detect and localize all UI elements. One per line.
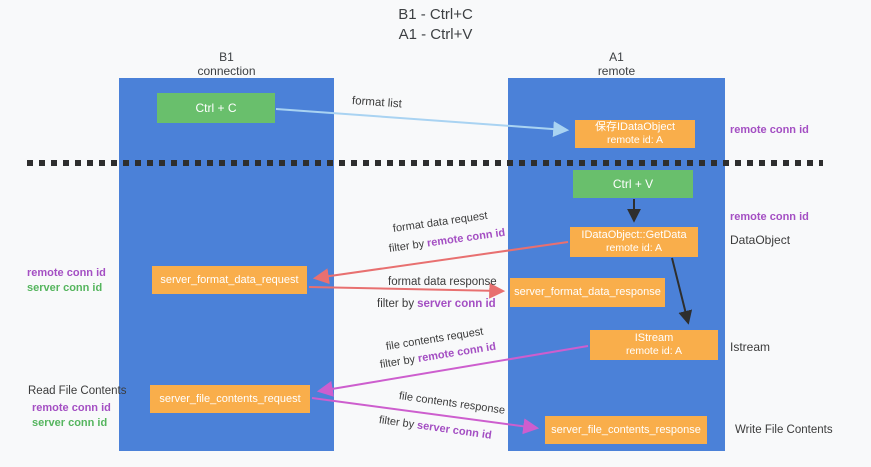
server-format-data-response-label: server_format_data_response	[514, 286, 661, 298]
lifeline-a1-name: A1	[609, 50, 624, 64]
write-file-contents-label: Write File Contents	[735, 424, 833, 436]
ctrl-c-label: Ctrl + C	[195, 100, 237, 115]
lifeline-b1-name: B1	[219, 50, 234, 64]
format-list-label: format list	[351, 95, 403, 111]
read-file-contents-label: Read File Contents	[28, 385, 127, 397]
server-file-contents-response-label: server_file_contents_response	[551, 423, 701, 436]
node-server-format-data-response: server_format_data_response	[510, 278, 665, 307]
left-file-server-conn-id: server conn id	[32, 417, 108, 429]
filter-prefix: filter by	[378, 414, 415, 431]
node-idataobject-getdata: IDataObject::GetData remote id: A	[570, 227, 698, 257]
node-ctrl-v: Ctrl + V	[573, 170, 693, 198]
node-ctrl-c: Ctrl + C	[157, 93, 275, 123]
left-format-conn-ids: remote conn id server conn id	[27, 266, 106, 296]
file-contents-response-filter-label: filter byserver conn id	[378, 414, 492, 442]
right-remote-conn-id-mid: remote conn id	[730, 211, 809, 223]
left-format-server-conn-id: server conn id	[27, 282, 103, 294]
file-contents-response-label: file contents response	[398, 390, 506, 417]
filter-prefix: filter by	[388, 238, 425, 255]
right-remote-conn-id-top: remote conn id	[730, 124, 809, 136]
dataobject-label: DataObject	[730, 233, 791, 247]
node-server-file-contents-response: server_file_contents_response	[545, 416, 707, 444]
lifeline-b1-role: connection	[197, 64, 256, 78]
lifeline-header-a1: A1 remote	[508, 50, 725, 78]
node-server-format-data-request: server_format_data_request	[152, 266, 307, 294]
left-format-remote-conn-id: remote conn id	[27, 267, 106, 279]
filter-prefix: filter by	[379, 353, 416, 371]
filter-prefix: filter by	[377, 298, 415, 310]
title-line-1: B1 - Ctrl+C	[398, 6, 473, 23]
istream-line2: remote id: A	[625, 345, 683, 357]
title-line-2: A1 - Ctrl+V	[398, 26, 473, 43]
phase-separator-dashed-line	[27, 160, 823, 166]
node-server-file-contents-request: server_file_contents_request	[150, 385, 310, 413]
getdata-line2: remote id: A	[605, 242, 663, 254]
server-file-contents-request-label: server_file_contents_request	[159, 392, 301, 405]
node-saved-idataobject: 保存IDataObject remote id: A	[575, 120, 695, 148]
filter-value: server conn id	[417, 298, 496, 310]
server-format-data-request-label: server_format_data_request	[160, 273, 299, 286]
istream-side-label: Istream	[730, 340, 771, 354]
left-file-conn-ids: remote conn id server conn id	[32, 401, 111, 431]
filter-value: server conn id	[416, 419, 493, 442]
diagram-title: B1 - Ctrl+C A1 - Ctrl+V	[0, 5, 871, 45]
format-data-response-label: format data response	[388, 276, 497, 288]
saved-idataobject-line2: remote id: A	[606, 134, 664, 146]
lifeline-a1-role: remote	[597, 64, 636, 78]
istream-line1: IStream	[634, 332, 674, 344]
getdata-line1: IDataObject::GetData	[581, 229, 687, 241]
lifeline-header-b1: B1 connection	[119, 50, 334, 78]
filter-value: remote conn id	[426, 226, 507, 250]
left-file-remote-conn-id: remote conn id	[32, 402, 111, 414]
node-istream: IStream remote id: A	[590, 330, 718, 360]
ctrl-v-label: Ctrl + V	[612, 176, 654, 191]
saved-idataobject-line1: 保存IDataObject	[594, 121, 676, 133]
